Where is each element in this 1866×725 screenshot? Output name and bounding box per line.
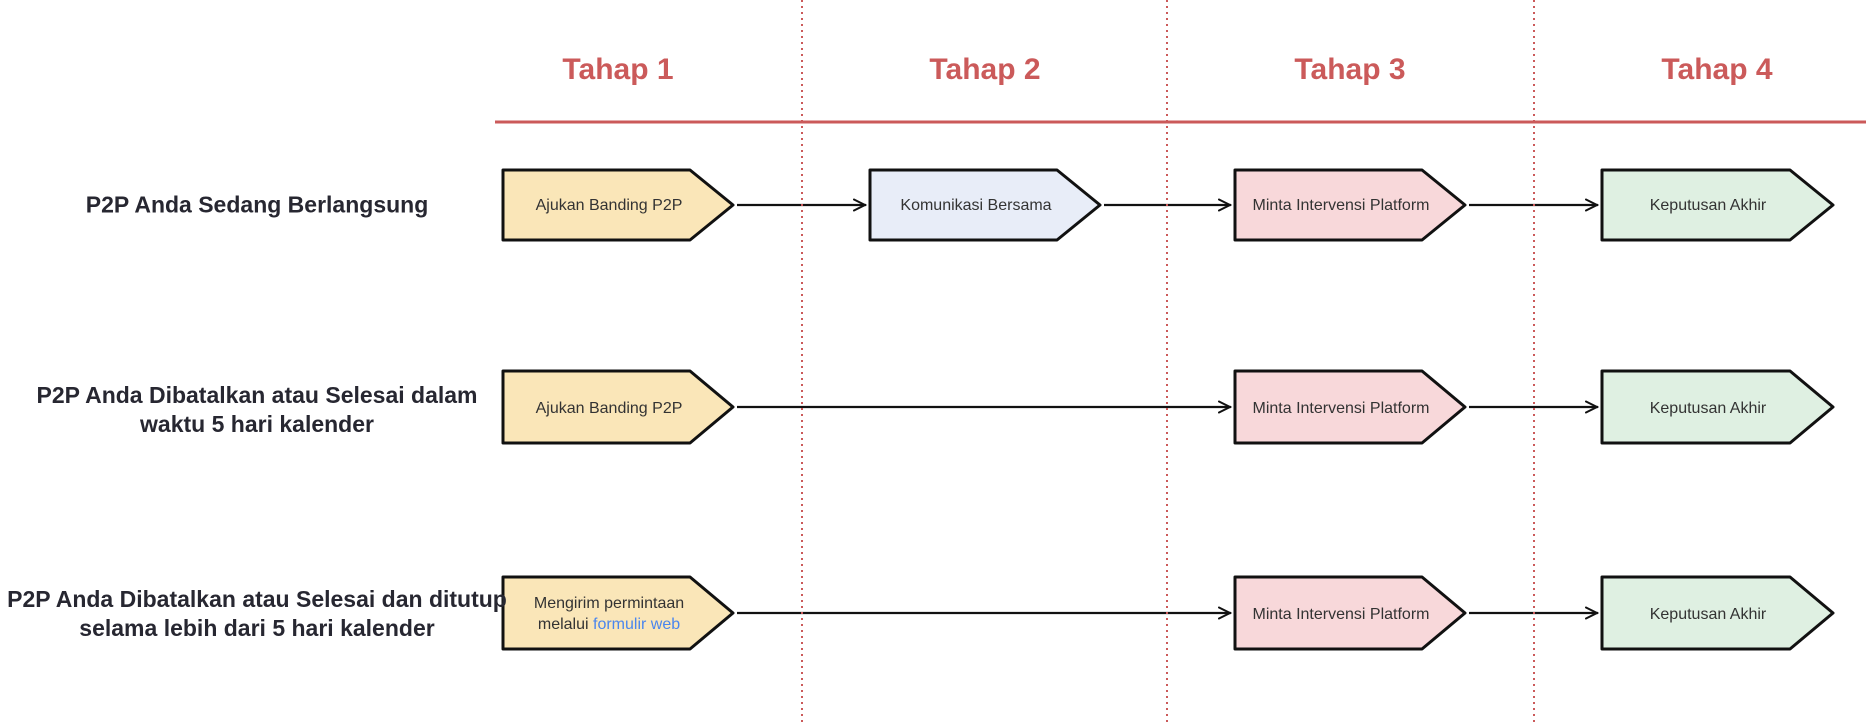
row-label-cancelled-within-5-days: P2P Anda Dibatalkan atau Selesai dalam w… — [2, 381, 512, 439]
step-shape-r1-s1 — [501, 168, 735, 242]
row-label-line: selama lebih dari 5 hari kalender — [79, 615, 435, 641]
step-minta-intervensi-r3: Minta Intervensi Platform — [1252, 605, 1430, 623]
stage-header-tahap-2: Tahap 2 — [929, 53, 1041, 86]
row-label-line: P2P Anda Dibatalkan atau Selesai dalam — [36, 382, 478, 408]
row-label-line: P2P Anda Dibatalkan atau Selesai dan dit… — [7, 586, 507, 612]
step-keputusan-akhir-r2: Keputusan Akhir — [1649, 399, 1767, 417]
row-label-line: P2P Anda Sedang Berlangsung — [85, 191, 429, 218]
step-keputusan-akhir-r1: Keputusan Akhir — [1649, 196, 1767, 214]
step-shape-r3-s1 — [501, 575, 735, 651]
step-komunikasi-bersama: Komunikasi Bersama — [900, 196, 1052, 214]
step-shape-r2-s3 — [1233, 369, 1467, 445]
step-shape-r1-s2 — [868, 168, 1102, 242]
step-shape-r3-s3 — [1233, 575, 1467, 651]
row-label-ongoing: P2P Anda Sedang Berlangsung — [2, 191, 512, 220]
step-ajukan-banding-r1: Ajukan Banding P2P — [535, 196, 683, 214]
step-label-text: melalui — [537, 616, 589, 633]
stage-header-tahap-4: Tahap 4 — [1661, 53, 1773, 86]
row-label-line: waktu 5 hari kalender — [140, 411, 374, 437]
stage-header-tahap-3: Tahap 3 — [1294, 53, 1406, 86]
step-shape-r3-s4 — [1600, 575, 1835, 651]
step-ajukan-banding-r2: Ajukan Banding P2P — [535, 399, 683, 417]
step-label-line: melalui formulir web — [534, 614, 684, 635]
step-kirim-permintaan-form: Mengirim permintaan melalui formulir web — [504, 578, 714, 650]
row-label-closed-over-5-days: P2P Anda Dibatalkan atau Selesai dan dit… — [2, 585, 512, 643]
step-shape-r1-s4 — [1600, 168, 1835, 242]
step-label-line: Mengirim permintaan — [533, 595, 685, 612]
formulir-web-link[interactable]: formulir web — [593, 616, 681, 633]
step-minta-intervensi-r2: Minta Intervensi Platform — [1252, 399, 1430, 417]
stage-header-tahap-1: Tahap 1 — [562, 53, 674, 86]
step-keputusan-akhir-r3: Keputusan Akhir — [1649, 605, 1767, 623]
step-shape-r2-s1 — [501, 369, 735, 445]
step-shape-r1-s3 — [1233, 168, 1467, 242]
step-minta-intervensi-r1: Minta Intervensi Platform — [1252, 196, 1430, 214]
step-shape-r2-s4 — [1600, 369, 1835, 445]
